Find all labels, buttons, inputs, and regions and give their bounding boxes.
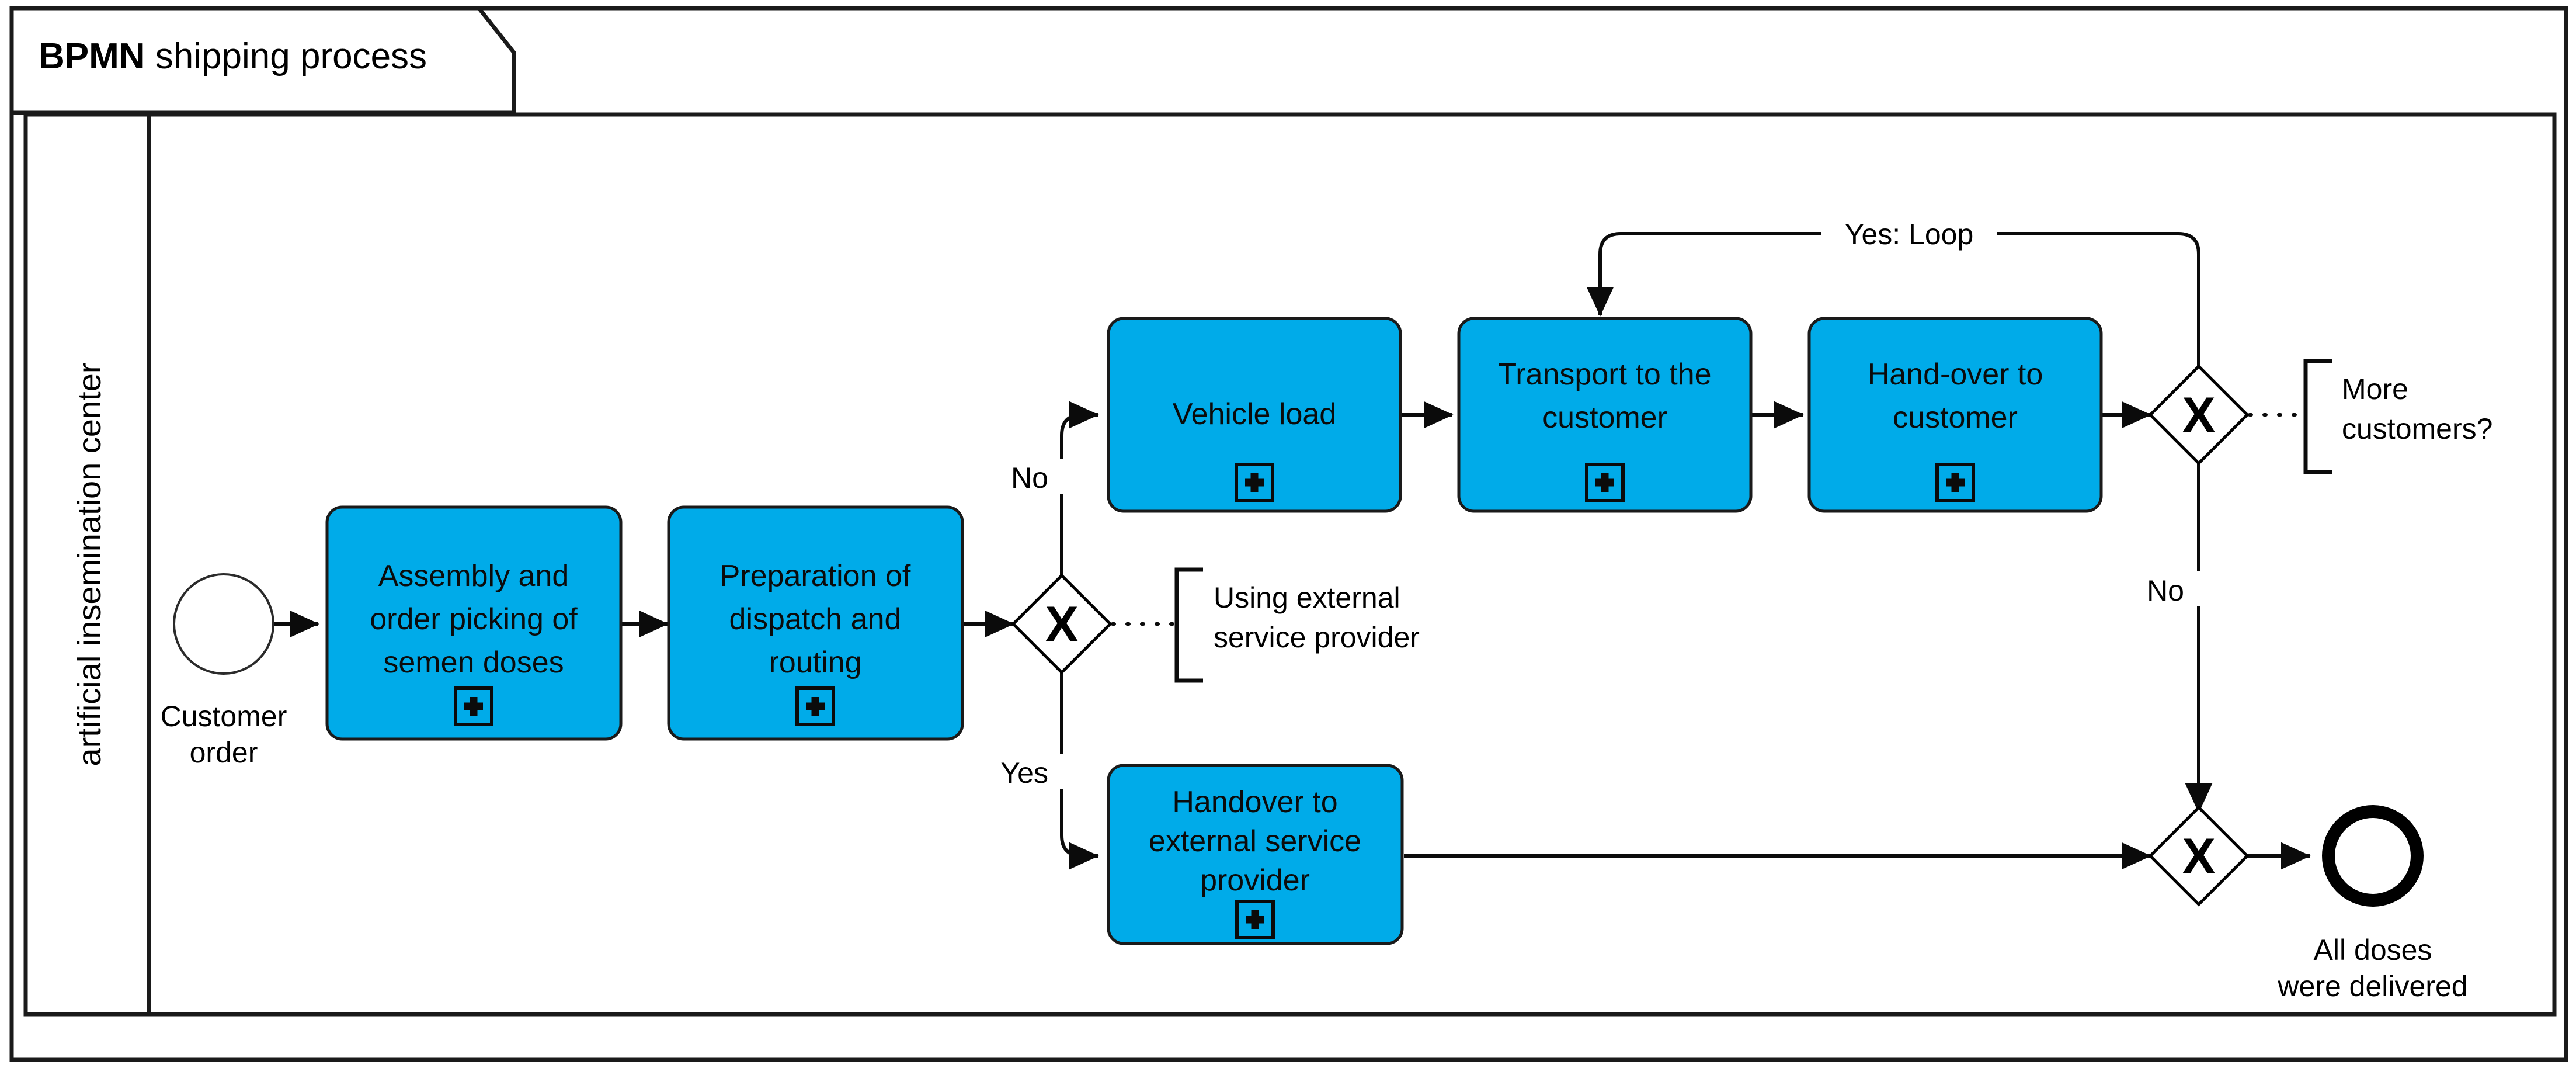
subprocess-plus-icon: [1585, 463, 1625, 502]
gateway-more-customers[interactable]: X: [2148, 364, 2250, 466]
task-assembly-shape[interactable]: [325, 505, 623, 741]
flow-loop-left-segment: [1586, 232, 1821, 317]
subprocess-plus-icon: [1235, 900, 1275, 939]
task-handover-customer[interactable]: Hand-over to customer: [1807, 317, 2103, 513]
task-handover-external-shape[interactable]: [1107, 764, 1404, 945]
task-transport-line1: Transport to the: [1498, 358, 1711, 391]
annotation-external-provider-line1: Using external: [1214, 581, 1400, 614]
flow-label-no-more-customers: No: [2147, 574, 2184, 607]
task-handover-customer-line1: Hand-over to: [1868, 358, 2043, 391]
end-event-label-line1: All doses: [2314, 934, 2432, 966]
flow-label-yes-loop: Yes: Loop: [1845, 218, 1974, 251]
subprocess-plus-icon: [795, 686, 835, 726]
flow-label-no-dispatch: No: [1011, 462, 1048, 494]
end-event-circle[interactable]: [2322, 805, 2424, 907]
task-handover-external[interactable]: Handover to external service provider: [1107, 764, 1404, 945]
end-event-label-line2: were delivered: [2277, 970, 2467, 1003]
gateway-more-customers-shape[interactable]: [2148, 364, 2250, 466]
gateway-dispatch-symbol: X: [1045, 597, 1078, 653]
subprocess-plus-icon: [1935, 463, 1975, 502]
annotation-bracket-more-customers: [2303, 359, 2332, 474]
task-transport[interactable]: Transport to the customer: [1457, 317, 1753, 513]
task-preparation-line1: Preparation of: [720, 559, 911, 593]
diagram-title: BPMN shipping process: [39, 36, 427, 77]
start-event-circle[interactable]: [173, 573, 274, 675]
task-preparation-shape[interactable]: [667, 505, 964, 741]
lane-label: artificial insemination center: [71, 363, 107, 767]
flow-label-yes-dispatch: Yes: [1000, 757, 1048, 789]
annotation-bracket-external-provider: [1174, 567, 1203, 683]
subprocess-plus-icon: [454, 686, 493, 726]
task-preparation[interactable]: Preparation of dispatch and routing: [667, 505, 964, 741]
task-transport-line2: customer: [1542, 401, 1667, 435]
pool-boundary: [23, 112, 2557, 1017]
task-handover-customer-shape[interactable]: [1807, 317, 2103, 513]
annotation-more-customers-line2: customers?: [2342, 412, 2492, 445]
task-handover-external-line3: provider: [1200, 864, 1310, 897]
task-handover-customer-line2: customer: [1893, 401, 2018, 435]
task-transport-shape[interactable]: [1457, 317, 1753, 513]
task-vehicle-load[interactable]: Vehicle load: [1107, 317, 1402, 513]
task-vehicle-load-line1: Vehicle load: [1173, 397, 1336, 431]
gateway-more-customers-symbol: X: [2182, 387, 2215, 443]
gateway-dispatch[interactable]: X: [1011, 573, 1113, 675]
task-handover-external-line1: Handover to: [1172, 785, 1337, 819]
task-preparation-line3: routing: [769, 646, 862, 679]
flow-gateway-yes-to-handover-external: [1060, 789, 1099, 870]
gateway-merge[interactable]: X: [2148, 805, 2250, 907]
gateway-merge-symbol: X: [2182, 828, 2215, 885]
task-preparation-line2: dispatch and: [729, 602, 902, 636]
flow-gateway-no-to-vehicle-load: [1060, 401, 1099, 459]
diagram-outer-frame: [9, 6, 2568, 1062]
title-rest-part: shipping process: [145, 36, 427, 77]
flow-loop-right-segment: [1997, 232, 2200, 366]
task-vehicle-load-shape[interactable]: [1107, 317, 1402, 513]
title-tab: [9, 6, 516, 115]
subprocess-plus-icon: [1235, 463, 1274, 502]
task-assembly[interactable]: Assembly and order picking of semen dose…: [325, 505, 623, 741]
start-event-label-line1: Customer: [161, 700, 287, 733]
annotation-more-customers-line1: More: [2342, 373, 2408, 405]
annotation-external-provider-line2: service provider: [1214, 621, 1420, 654]
title-bold-part: BPMN: [39, 36, 145, 77]
task-assembly-line2: order picking of: [370, 602, 578, 636]
gateway-merge-shape[interactable]: [2148, 805, 2250, 907]
task-assembly-line1: Assembly and: [378, 559, 569, 593]
task-assembly-line3: semen doses: [383, 646, 564, 679]
task-handover-external-line2: external service: [1149, 824, 1361, 858]
gateway-dispatch-shape[interactable]: [1011, 573, 1113, 675]
start-event-label-line2: order: [190, 736, 258, 769]
